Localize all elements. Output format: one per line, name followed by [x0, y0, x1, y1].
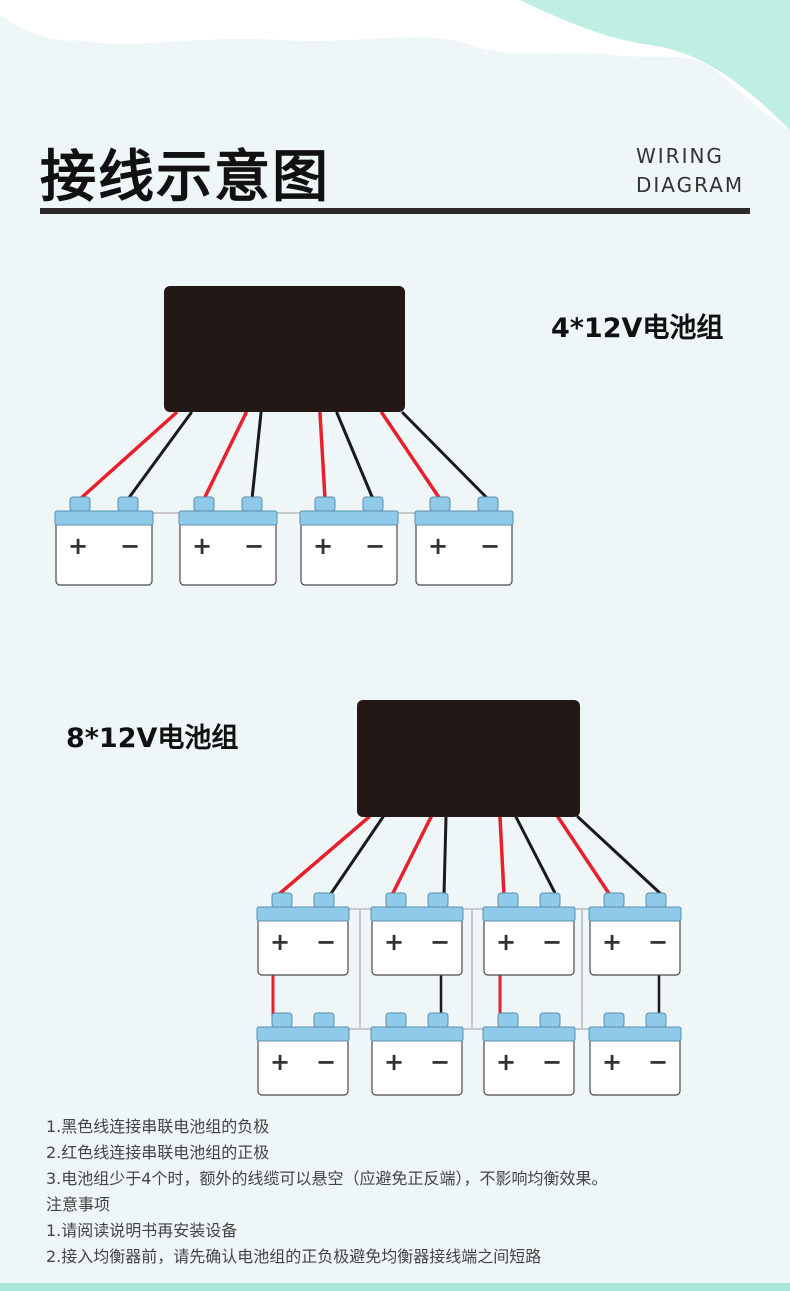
battery-plus-symbol: +: [192, 532, 212, 560]
battery-negative-terminal: [427, 892, 449, 908]
red-wire: [202, 411, 248, 501]
battery-plus-symbol: +: [68, 532, 88, 560]
battery-negative-terminal: [362, 496, 384, 512]
red-wire: [556, 815, 612, 897]
battery-positive-terminal: [385, 892, 407, 908]
battery-plus-symbol: +: [270, 1048, 290, 1076]
battery-plus-symbol: +: [270, 928, 290, 956]
red-wire: [390, 815, 433, 897]
battery-negative-terminal: [477, 496, 499, 512]
title-divider: [40, 208, 750, 214]
battery-negative-terminal: [645, 1012, 667, 1028]
page-subtitle: WIRING DIAGRAM: [636, 142, 744, 200]
black-wire: [576, 815, 664, 897]
battery-minus-symbol: −: [430, 1048, 450, 1076]
subtitle-line-1: WIRING: [636, 144, 724, 168]
note-item: 3.电池组少于4个时，额外的线缆可以悬空（应避免正反端），不影响均衡效果。: [46, 1169, 608, 1188]
battery-positive-terminal: [497, 1012, 519, 1028]
notes-list: 1.黑色线连接串联电池组的负极 2.红色线连接串联电池组的正极 3.电池组少于4…: [46, 1114, 607, 1270]
battery-cap: [482, 1026, 576, 1042]
battery-negative-terminal: [117, 496, 139, 512]
battery-negative-terminal: [313, 892, 335, 908]
red-wire: [498, 815, 506, 897]
battery-minus-symbol: −: [365, 532, 385, 560]
battery-cap: [588, 1026, 682, 1042]
battery-cap: [299, 510, 399, 526]
battery-plus-symbol: +: [384, 1048, 404, 1076]
battery-negative-terminal: [645, 892, 667, 908]
battery-minus-symbol: −: [316, 1048, 336, 1076]
battery-minus-symbol: −: [120, 532, 140, 560]
black-wire: [401, 411, 490, 501]
battery-positive-terminal: [429, 496, 451, 512]
battery-negative-terminal: [427, 1012, 449, 1028]
battery-minus-symbol: −: [648, 1048, 668, 1076]
battery-plus-symbol: +: [496, 928, 516, 956]
black-wire: [442, 815, 448, 897]
battery-plus-symbol: +: [496, 1048, 516, 1076]
black-wire: [514, 815, 558, 897]
battery-minus-symbol: −: [648, 928, 668, 956]
subtitle-line-2: DIAGRAM: [636, 173, 745, 197]
red-wire: [78, 411, 178, 501]
battery-positive-terminal: [271, 892, 293, 908]
note-item: 2.接入均衡器前，请先确认电池组的正负极避免均衡器接线端之间短路: [46, 1247, 542, 1266]
battery-cap: [256, 906, 350, 922]
battery-plus-symbol: +: [602, 1048, 622, 1076]
note-item: 1.请阅读说明书再安装设备: [46, 1221, 238, 1240]
battery-minus-symbol: −: [542, 928, 562, 956]
battery-cap: [178, 510, 278, 526]
battery-positive-terminal: [497, 892, 519, 908]
battery-negative-terminal: [539, 892, 561, 908]
battery-positive-terminal: [193, 496, 215, 512]
battery-cap: [54, 510, 154, 526]
battery-minus-symbol: −: [244, 532, 264, 560]
battery-positive-terminal: [603, 1012, 625, 1028]
battery-plus-symbol: +: [384, 928, 404, 956]
battery-minus-symbol: −: [480, 532, 500, 560]
battery-positive-terminal: [603, 892, 625, 908]
battery-negative-terminal: [241, 496, 263, 512]
battery-cap: [370, 1026, 464, 1042]
page-title: 接线示意图: [40, 145, 330, 210]
note-item: 2.红色线连接串联电池组的正极: [46, 1143, 270, 1162]
black-wire: [328, 815, 385, 897]
battery-plus-symbol: +: [602, 928, 622, 956]
battery-positive-terminal: [385, 1012, 407, 1028]
battery-cap: [256, 1026, 350, 1042]
diagram-a-label: 4*12V电池组: [551, 313, 724, 344]
battery-minus-symbol: −: [316, 928, 336, 956]
bottom-bar: [0, 1283, 790, 1291]
battery-cap: [414, 510, 514, 526]
diagram-b-label: 8*12V电池组: [66, 723, 239, 754]
notes-heading: 注意事项: [46, 1195, 111, 1214]
battery-negative-terminal: [539, 1012, 561, 1028]
battery-cap: [370, 906, 464, 922]
note-item: 1.黑色线连接串联电池组的负极: [46, 1117, 270, 1136]
battery-minus-symbol: −: [542, 1048, 562, 1076]
battery-cap: [588, 906, 682, 922]
battery-negative-terminal: [313, 1012, 335, 1028]
red-wire: [276, 815, 371, 897]
balancer-device-a: [164, 286, 405, 412]
battery-plus-symbol: +: [428, 532, 448, 560]
battery-plus-symbol: +: [313, 532, 333, 560]
balancer-device-b: [357, 700, 580, 817]
red-wire: [380, 411, 442, 501]
red-wire: [318, 411, 327, 501]
battery-minus-symbol: −: [430, 928, 450, 956]
battery-positive-terminal: [314, 496, 336, 512]
battery-positive-terminal: [271, 1012, 293, 1028]
battery-positive-terminal: [69, 496, 91, 512]
black-wire: [250, 411, 263, 501]
black-wire: [335, 411, 375, 501]
black-wire: [126, 411, 193, 501]
battery-cap: [482, 906, 576, 922]
